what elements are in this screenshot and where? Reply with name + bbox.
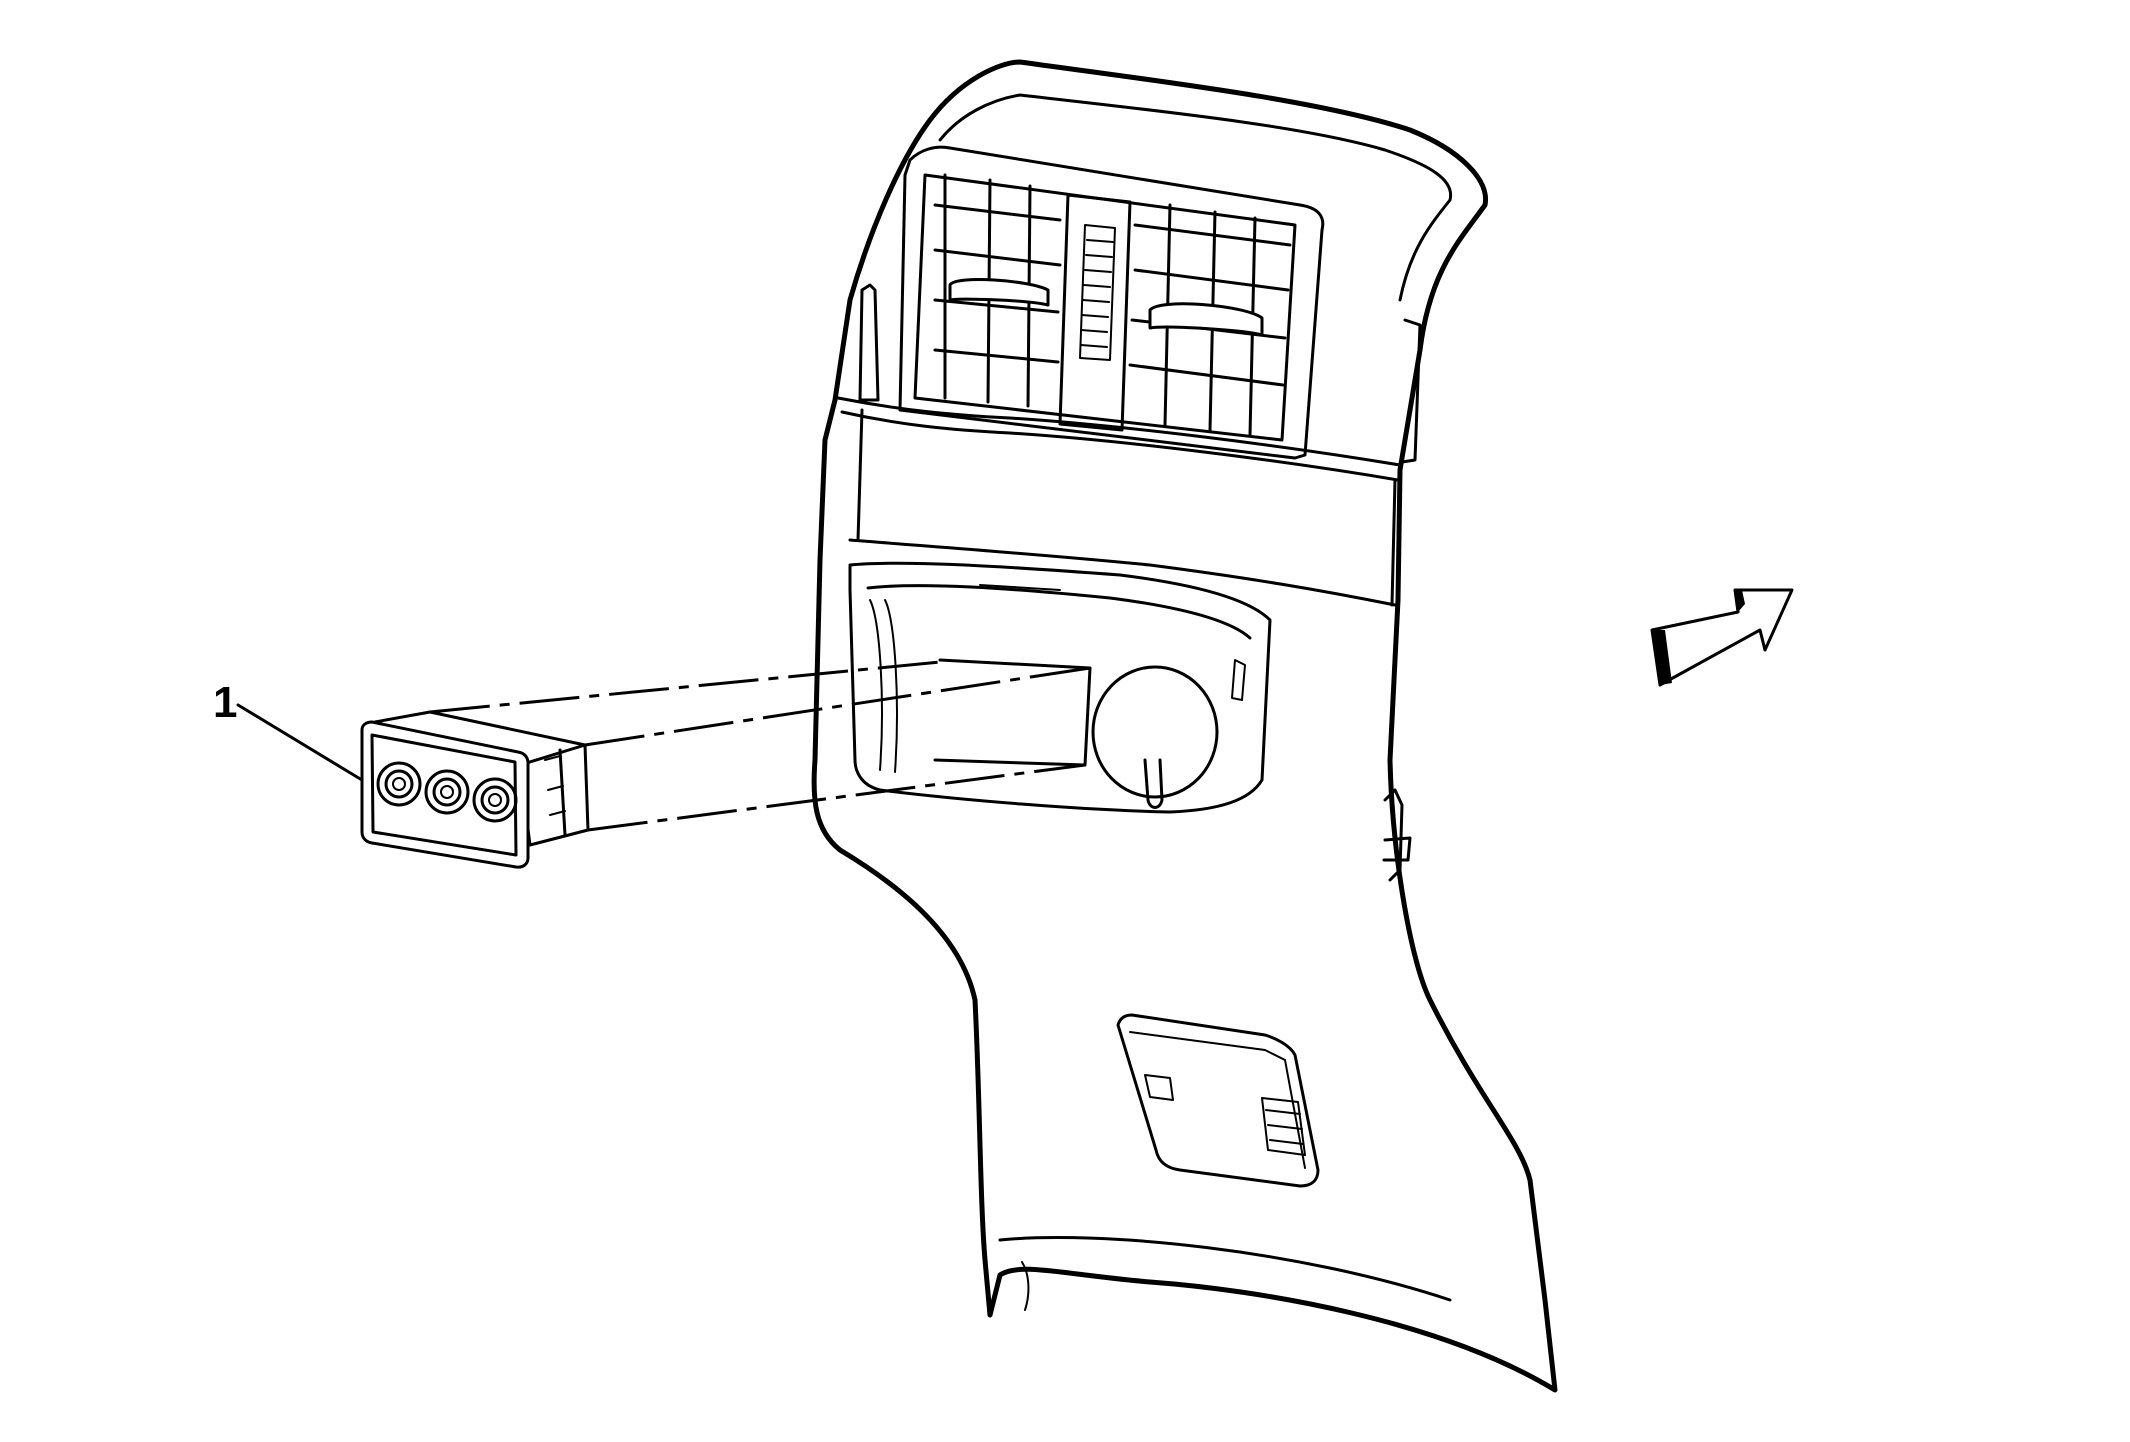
auxiliary-jack-module [360, 710, 590, 869]
rear-console-panel [811, 59, 1558, 1393]
callout-1: 1 [213, 678, 364, 782]
forward-arrow-icon [1650, 588, 1794, 687]
jack-left [376, 761, 422, 807]
projection-lines [429, 660, 1091, 832]
callout-1-label: 1 [213, 678, 237, 727]
access-cover-plate [1116, 1013, 1320, 1188]
jack-right [472, 777, 518, 823]
jack-center [424, 769, 470, 815]
air-vent-grille [898, 145, 1325, 460]
